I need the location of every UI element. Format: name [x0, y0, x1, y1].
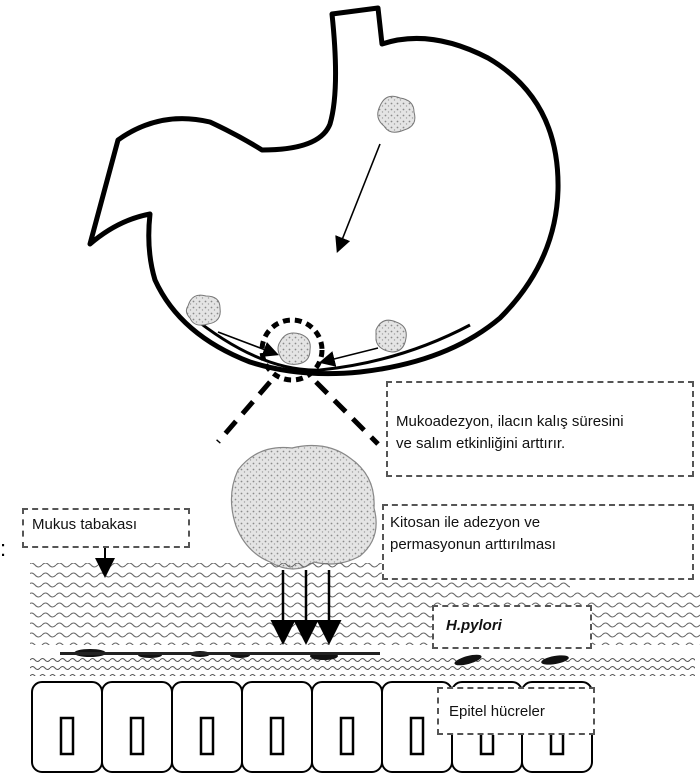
edge-mark: : [0, 536, 6, 561]
chitosan-label: Kitosan ile adezyon ve permasyonun arttı… [382, 504, 694, 580]
movement-arrow [322, 348, 378, 362]
zoom-line-left [218, 382, 270, 442]
stomach-outline [90, 8, 558, 374]
chitosan-label-line2: permasyonun arttırılması [390, 534, 692, 556]
drug-particle [378, 96, 415, 132]
cell-nucleus [61, 718, 73, 754]
epithelium-text: Epitel hücreler [449, 701, 593, 723]
drug-particle [186, 295, 220, 325]
mucoadhesion-label: Mukoadezyon, ilacın kalış süresini ve sa… [386, 381, 694, 477]
enlarged-drug-particle [231, 446, 376, 569]
epithelium-label: Epitel hücreler [437, 687, 595, 735]
cell-nucleus [201, 718, 213, 754]
zoom-line-right [316, 382, 378, 444]
mucus-band [30, 658, 695, 676]
cell-nucleus [341, 718, 353, 754]
drug-particle [376, 320, 406, 352]
movement-arrow [338, 144, 380, 250]
cell-nucleus [131, 718, 143, 754]
h-pylori-text: H.pylori [446, 615, 590, 637]
mucus-layer-label: Mukus tabakası [22, 508, 190, 548]
stomach-lining-line [190, 315, 470, 370]
drug-particle [278, 333, 310, 364]
cell-nucleus [271, 718, 283, 754]
h-pylori-label: H.pylori [432, 605, 592, 649]
mucus-layer-text: Mukus tabakası [32, 514, 188, 536]
mucoadhesion-label-line1: Mukoadezyon, ilacın kalış süresini [396, 411, 692, 433]
chitosan-label-line1: Kitosan ile adezyon ve [390, 512, 692, 534]
mucoadhesion-label-line2: ve salım etkinliğini arttırır. [396, 433, 692, 455]
cell-nucleus [411, 718, 423, 754]
